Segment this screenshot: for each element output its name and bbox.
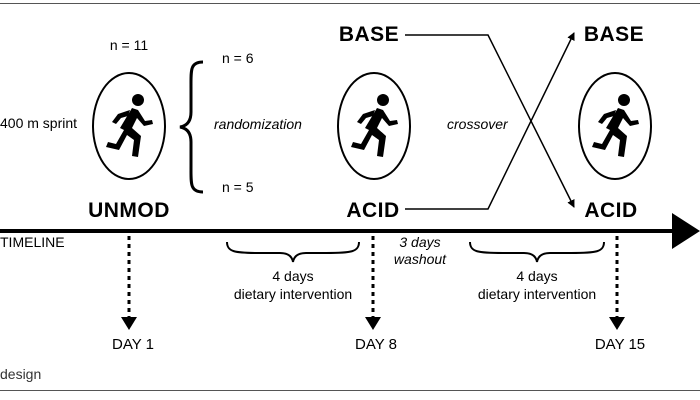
diet2-line1: 4 days — [516, 268, 558, 284]
n-lower-label: n = 5 — [222, 179, 254, 195]
randomization-label: randomization — [214, 116, 302, 132]
washout-line2: washout — [393, 251, 447, 267]
runner-icon — [592, 94, 639, 157]
diet-brace-2 — [469, 241, 605, 263]
oval-right — [578, 72, 652, 180]
diet1-line2: dietary intervention — [233, 286, 353, 302]
top-border — [0, 3, 700, 4]
oval-unmod — [92, 72, 166, 180]
bottom-border — [0, 390, 700, 391]
day8-label: DAY 8 — [355, 336, 397, 353]
day15-label: DAY 15 — [594, 336, 646, 353]
day15-arrowhead — [609, 317, 625, 330]
n-upper-label: n = 6 — [222, 50, 254, 66]
washout-line1: 3 days — [399, 234, 441, 250]
base-right-label: BASE — [583, 23, 645, 46]
acid-right-label: ACID — [584, 199, 638, 222]
n-total-label: n = 11 — [109, 37, 149, 53]
timeline-arrowhead — [672, 213, 700, 249]
crossover-label: crossover — [447, 116, 508, 132]
runner-icon — [106, 94, 153, 157]
base-left-label: BASE — [338, 23, 400, 46]
diet2-line2: dietary intervention — [477, 286, 597, 302]
randomization-brace — [179, 60, 204, 194]
unmod-label: UNMOD — [88, 199, 170, 222]
day1-arrowhead — [121, 317, 137, 330]
diet1-line1: 4 days — [272, 268, 314, 284]
crossover-arrow-base-to-acid — [405, 34, 575, 208]
timeline-label: TIMELINE — [0, 234, 65, 250]
day8-arrowhead — [365, 317, 381, 330]
diet-brace-1 — [226, 241, 360, 263]
day1-label: DAY 1 — [112, 336, 154, 353]
figure-caption: design — [0, 366, 42, 382]
runner-icon — [351, 94, 398, 157]
oval-middle — [337, 72, 411, 180]
sprint-label: 400 m sprint — [0, 115, 78, 131]
crossover-arrow-acid-to-base — [405, 32, 575, 210]
acid-left-label: ACID — [346, 199, 400, 222]
